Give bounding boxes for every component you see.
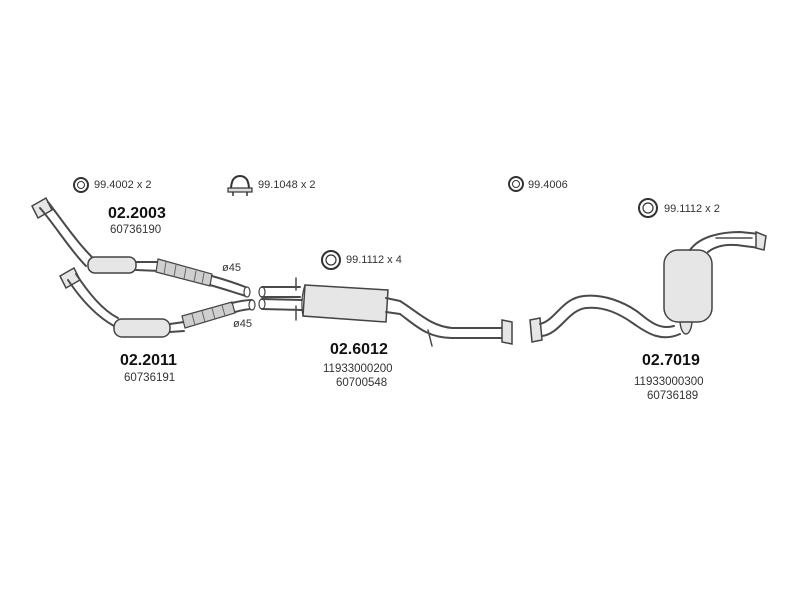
accessory-label: 99.1112 x 4 (346, 254, 402, 266)
rubber-ring-icon (321, 250, 341, 270)
front-pipe-upper (31, 196, 251, 298)
rear-silencer (529, 230, 767, 343)
part-reference: 60736190 (110, 224, 162, 236)
part-number: 02.2011 (120, 352, 177, 369)
accessory-label: 99.4006 (528, 179, 568, 191)
ring-gasket-icon (73, 177, 89, 193)
part-number: 02.7019 (642, 352, 700, 369)
accessory-label: 99.1048 x 2 (258, 179, 316, 191)
front-pipe-lower (59, 266, 256, 338)
part-number: 02.2003 (108, 205, 166, 222)
part-reference: 60736189 (647, 390, 699, 402)
part-reference: 60736191 (124, 372, 176, 384)
centre-silencer (258, 277, 513, 347)
part-reference: 11933000200 (323, 363, 393, 375)
ring-gasket-icon (508, 176, 524, 192)
part-number: 02.6012 (330, 341, 388, 358)
part-reference: 11933000300 (634, 376, 704, 388)
diameter-label: ø45 (222, 262, 241, 274)
accessory-label: 99.4002 x 2 (94, 179, 152, 191)
accessory-label: 99.1112 x 2 (664, 203, 720, 215)
rubber-ring-icon (638, 198, 658, 218)
part-reference: 60700548 (336, 377, 388, 389)
diameter-label: ø45 (233, 318, 252, 330)
pipe-clamp-icon (227, 174, 253, 196)
